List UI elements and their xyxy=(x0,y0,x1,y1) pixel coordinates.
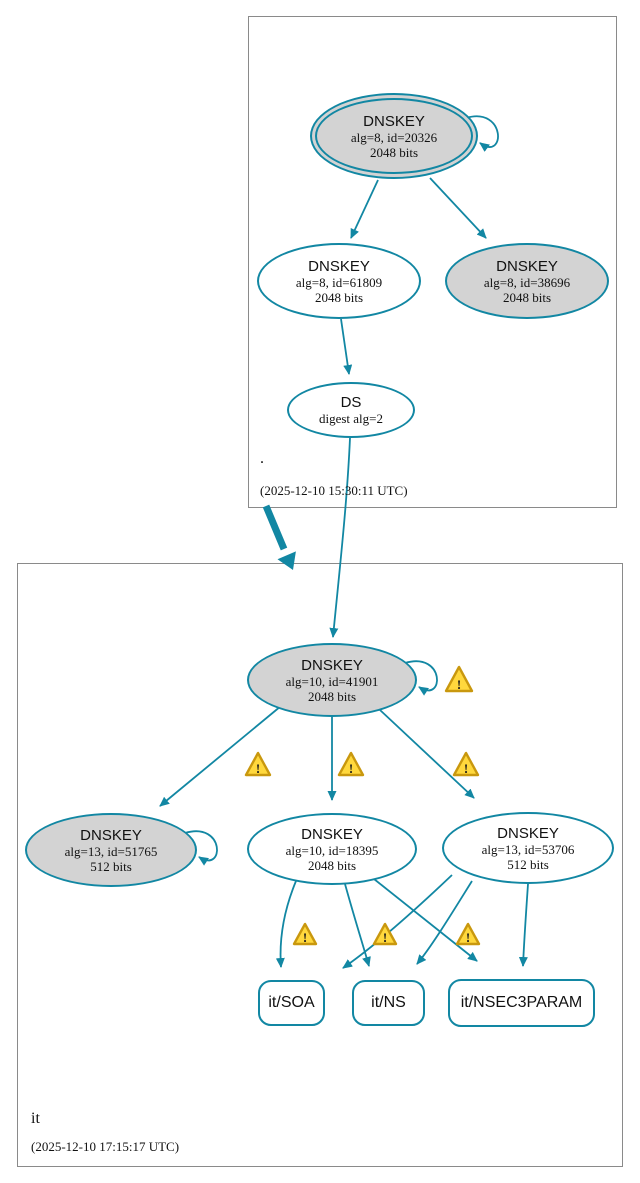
zone-timestamp-it: (2025-12-10 17:15:17 UTC) xyxy=(31,1139,180,1154)
node-detail: 512 bits xyxy=(507,856,549,872)
zone-label-root: . xyxy=(260,450,264,467)
node-title: DNSKEY xyxy=(301,825,363,843)
node-dnskey-51765[interactable]: DNSKEY alg=13, id=51765 512 bits xyxy=(25,813,197,887)
node-dnskey-18395[interactable]: DNSKEY alg=10, id=18395 2048 bits xyxy=(247,813,417,885)
node-detail: alg=10, id=41901 xyxy=(285,673,379,689)
delegation-arrow xyxy=(262,504,288,551)
node-detail: 2048 bits xyxy=(502,289,552,305)
node-detail: 2048 bits xyxy=(307,857,357,873)
node-title: DNSKEY xyxy=(497,824,559,842)
zone-timestamp-root: (2025-12-10 15:30:11 UTC) xyxy=(260,483,408,498)
node-ds[interactable]: DS digest alg=2 xyxy=(287,382,415,438)
node-detail: alg=10, id=18395 xyxy=(285,842,379,858)
zone-label-it: it xyxy=(31,1110,40,1127)
node-dnskey-38696[interactable]: DNSKEY alg=8, id=38696 2048 bits xyxy=(445,243,609,319)
node-detail: 2048 bits xyxy=(307,688,357,704)
rrset-it-ns[interactable]: it/NS xyxy=(352,980,425,1026)
node-title: DNSKEY xyxy=(363,112,425,130)
node-title: DNSKEY xyxy=(301,656,363,674)
node-detail: 512 bits xyxy=(90,858,132,874)
node-title: DNSKEY xyxy=(496,257,558,275)
zone-box-root xyxy=(248,16,617,508)
node-dnskey-20326[interactable]: DNSKEY alg=8, id=20326 2048 bits xyxy=(310,93,478,179)
node-title: DS xyxy=(340,394,362,411)
node-detail: alg=13, id=53706 xyxy=(481,841,575,857)
rrset-it-nsec3param[interactable]: it/NSEC3PARAM xyxy=(448,979,595,1027)
node-detail: 2048 bits xyxy=(314,289,364,305)
node-detail: alg=8, id=38696 xyxy=(483,274,571,290)
node-title: DNSKEY xyxy=(308,257,370,275)
node-dnskey-53706[interactable]: DNSKEY alg=13, id=53706 512 bits xyxy=(442,812,614,884)
node-detail: digest alg=2 xyxy=(318,411,384,426)
node-detail: alg=8, id=20326 xyxy=(350,129,438,145)
zone-box-it xyxy=(17,563,623,1167)
node-dnskey-61809[interactable]: DNSKEY alg=8, id=61809 2048 bits xyxy=(257,243,421,319)
rrset-it-soa[interactable]: it/SOA xyxy=(258,980,325,1026)
node-detail: alg=8, id=61809 xyxy=(295,274,383,290)
node-dnskey-41901[interactable]: DNSKEY alg=10, id=41901 2048 bits xyxy=(247,643,417,717)
node-title: DNSKEY xyxy=(80,826,142,844)
node-detail: 2048 bits xyxy=(369,144,419,160)
node-detail: alg=13, id=51765 xyxy=(64,843,158,859)
